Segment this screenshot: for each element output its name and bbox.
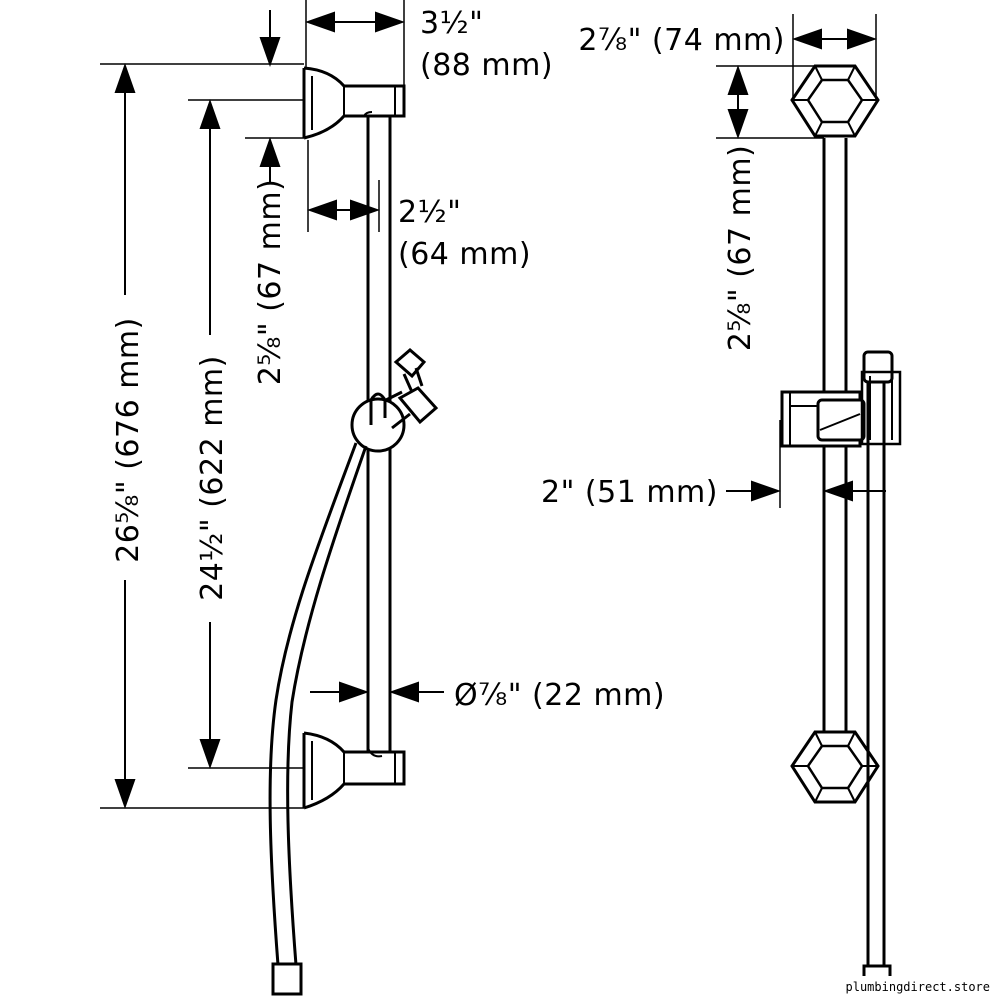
bar-offset-metric: (64 mm)	[398, 237, 531, 272]
front-bracket-width-label: 2⅞" (74 mm)	[578, 23, 785, 58]
front-bracket-width-dimension: 2⅞" (74 mm)	[578, 14, 877, 100]
bracket-depth-metric: (88 mm)	[420, 48, 553, 83]
front-bracket-height-label: 2⅝" (67 mm)	[723, 145, 758, 352]
bar-offset-imperial: 2½"	[398, 195, 461, 230]
bar-diameter-label: Ø⅞" (22 mm)	[454, 678, 665, 713]
bracket-depth-imperial: 3½"	[420, 6, 483, 41]
left-bracket-height-label: 2⅝" (67 mm)	[253, 179, 288, 386]
slider-holder	[350, 348, 439, 453]
overall-height-dimension: 26⅝" (676 mm)	[100, 63, 304, 809]
left-bracket-height-dimension: 2⅝" (67 mm)	[245, 10, 304, 385]
side-view: 26⅝" (676 mm) 24½" (622 mm) 2⅝" (67 mm) …	[100, 0, 665, 996]
holder-offset-dimension: 2" (51 mm)	[541, 420, 886, 510]
watermark-text: plumbingdirect.store	[846, 980, 991, 994]
front-view: 2⅞" (74 mm) 2⅝" (67 mm) 2" (51 mm)	[541, 14, 902, 996]
front-slider-holder	[780, 370, 902, 448]
shower-hose	[268, 442, 368, 996]
front-bracket-height-dimension: 2⅝" (67 mm)	[716, 65, 824, 352]
front-shower-hose	[862, 350, 894, 996]
watermark-background	[806, 976, 1000, 996]
bracket-spacing-dimension: 24½" (622 mm)	[188, 99, 304, 769]
overall-height-label: 26⅝" (676 mm)	[111, 317, 146, 563]
bracket-depth-dimension: 3½" (88 mm)	[305, 0, 553, 86]
bracket-spacing-label: 24½" (622 mm)	[195, 355, 230, 601]
front-top-bracket	[790, 64, 880, 138]
bar-diameter-dimension: Ø⅞" (22 mm)	[310, 678, 665, 713]
front-bottom-bracket	[790, 730, 880, 804]
bar-offset-dimension: 2½" (64 mm)	[307, 140, 531, 272]
holder-offset-label: 2" (51 mm)	[541, 475, 718, 510]
top-wall-bracket	[302, 66, 406, 140]
bottom-wall-bracket	[302, 731, 406, 810]
